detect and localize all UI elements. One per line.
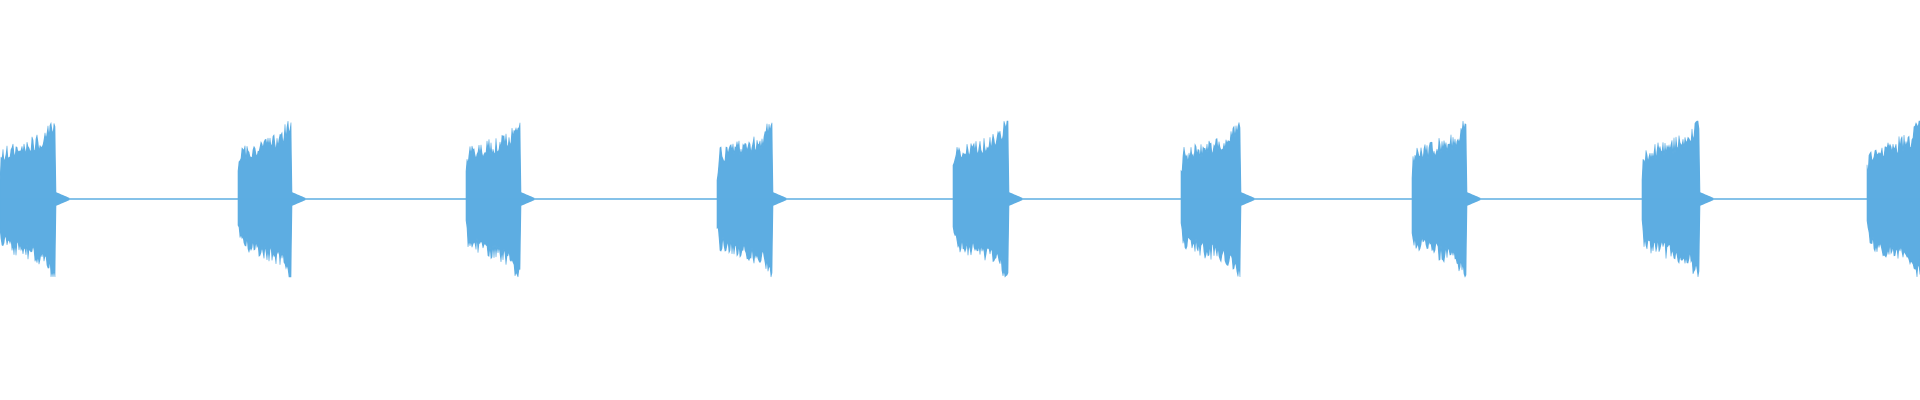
waveform-burst [716, 122, 787, 278]
waveform-burst [0, 121, 70, 278]
waveform-burst [465, 122, 535, 278]
waveform-burst [1180, 122, 1255, 278]
